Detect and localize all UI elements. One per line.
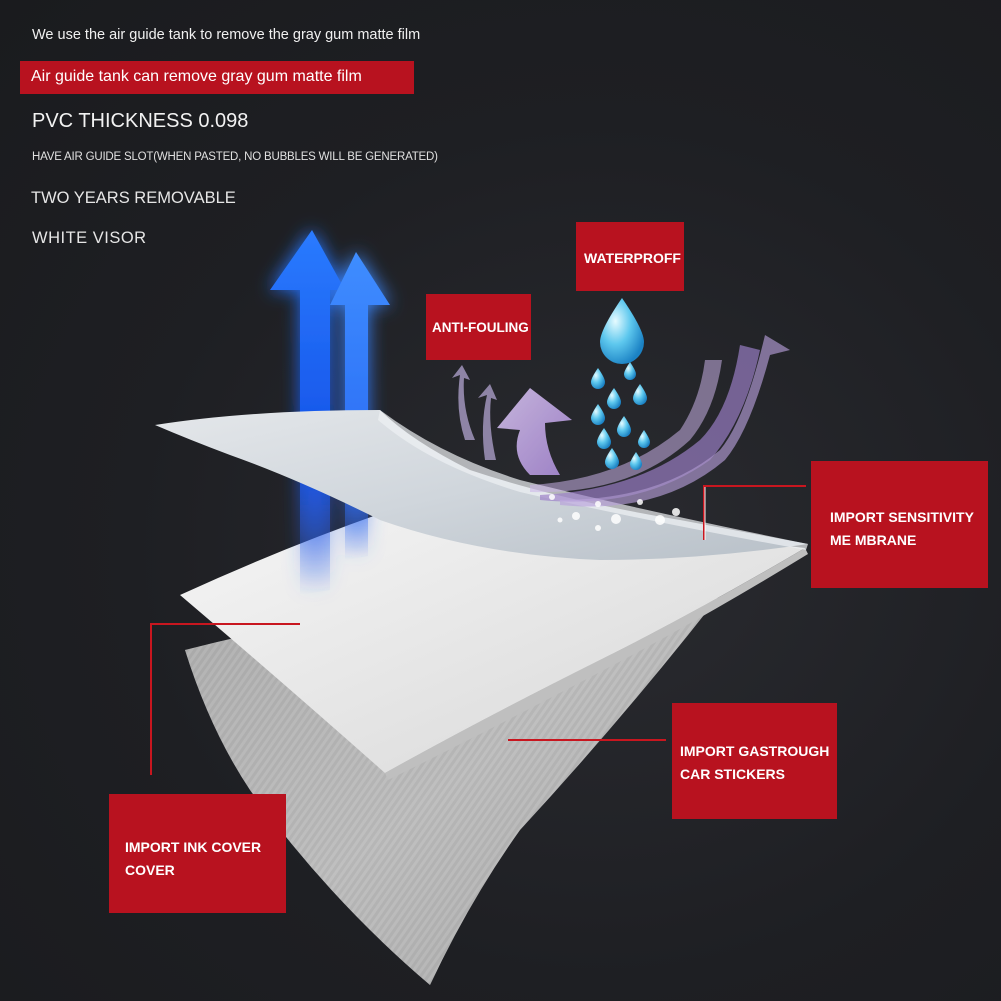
ink-cover-layer xyxy=(180,500,805,773)
anti-fouling-arrows xyxy=(452,335,790,507)
callout-lines xyxy=(150,485,806,775)
sensitivity-membrane-layer xyxy=(155,410,808,560)
visor-text: WHITE VISOR xyxy=(32,229,147,247)
pvc-thickness-text: PVC THICKNESS 0.098 xyxy=(32,110,249,132)
sensitivity-membrane-label: IMPORT SENSITIVITY ME MBRANE xyxy=(811,461,988,588)
waterproof-label: WATERPROFF xyxy=(576,222,684,291)
feature-banner: Air guide tank can remove gray gum matte… xyxy=(20,61,414,94)
anti-fouling-label: ANTI-FOULING xyxy=(426,294,531,360)
surface-bubbles xyxy=(549,494,680,531)
ink-cover-label: IMPORT INK COVER COVER xyxy=(109,794,286,913)
intro-text: We use the air guide tank to remove the … xyxy=(32,27,421,43)
removable-text: TWO YEARS REMOVABLE xyxy=(31,189,236,207)
water-drops-icon xyxy=(591,298,650,470)
gastrough-sticker-label: IMPORT GASTROUGH CAR STICKERS xyxy=(672,703,837,819)
air-guide-slot-text: HAVE AIR GUIDE SLOT(WHEN PASTED, NO BUBB… xyxy=(32,151,438,163)
